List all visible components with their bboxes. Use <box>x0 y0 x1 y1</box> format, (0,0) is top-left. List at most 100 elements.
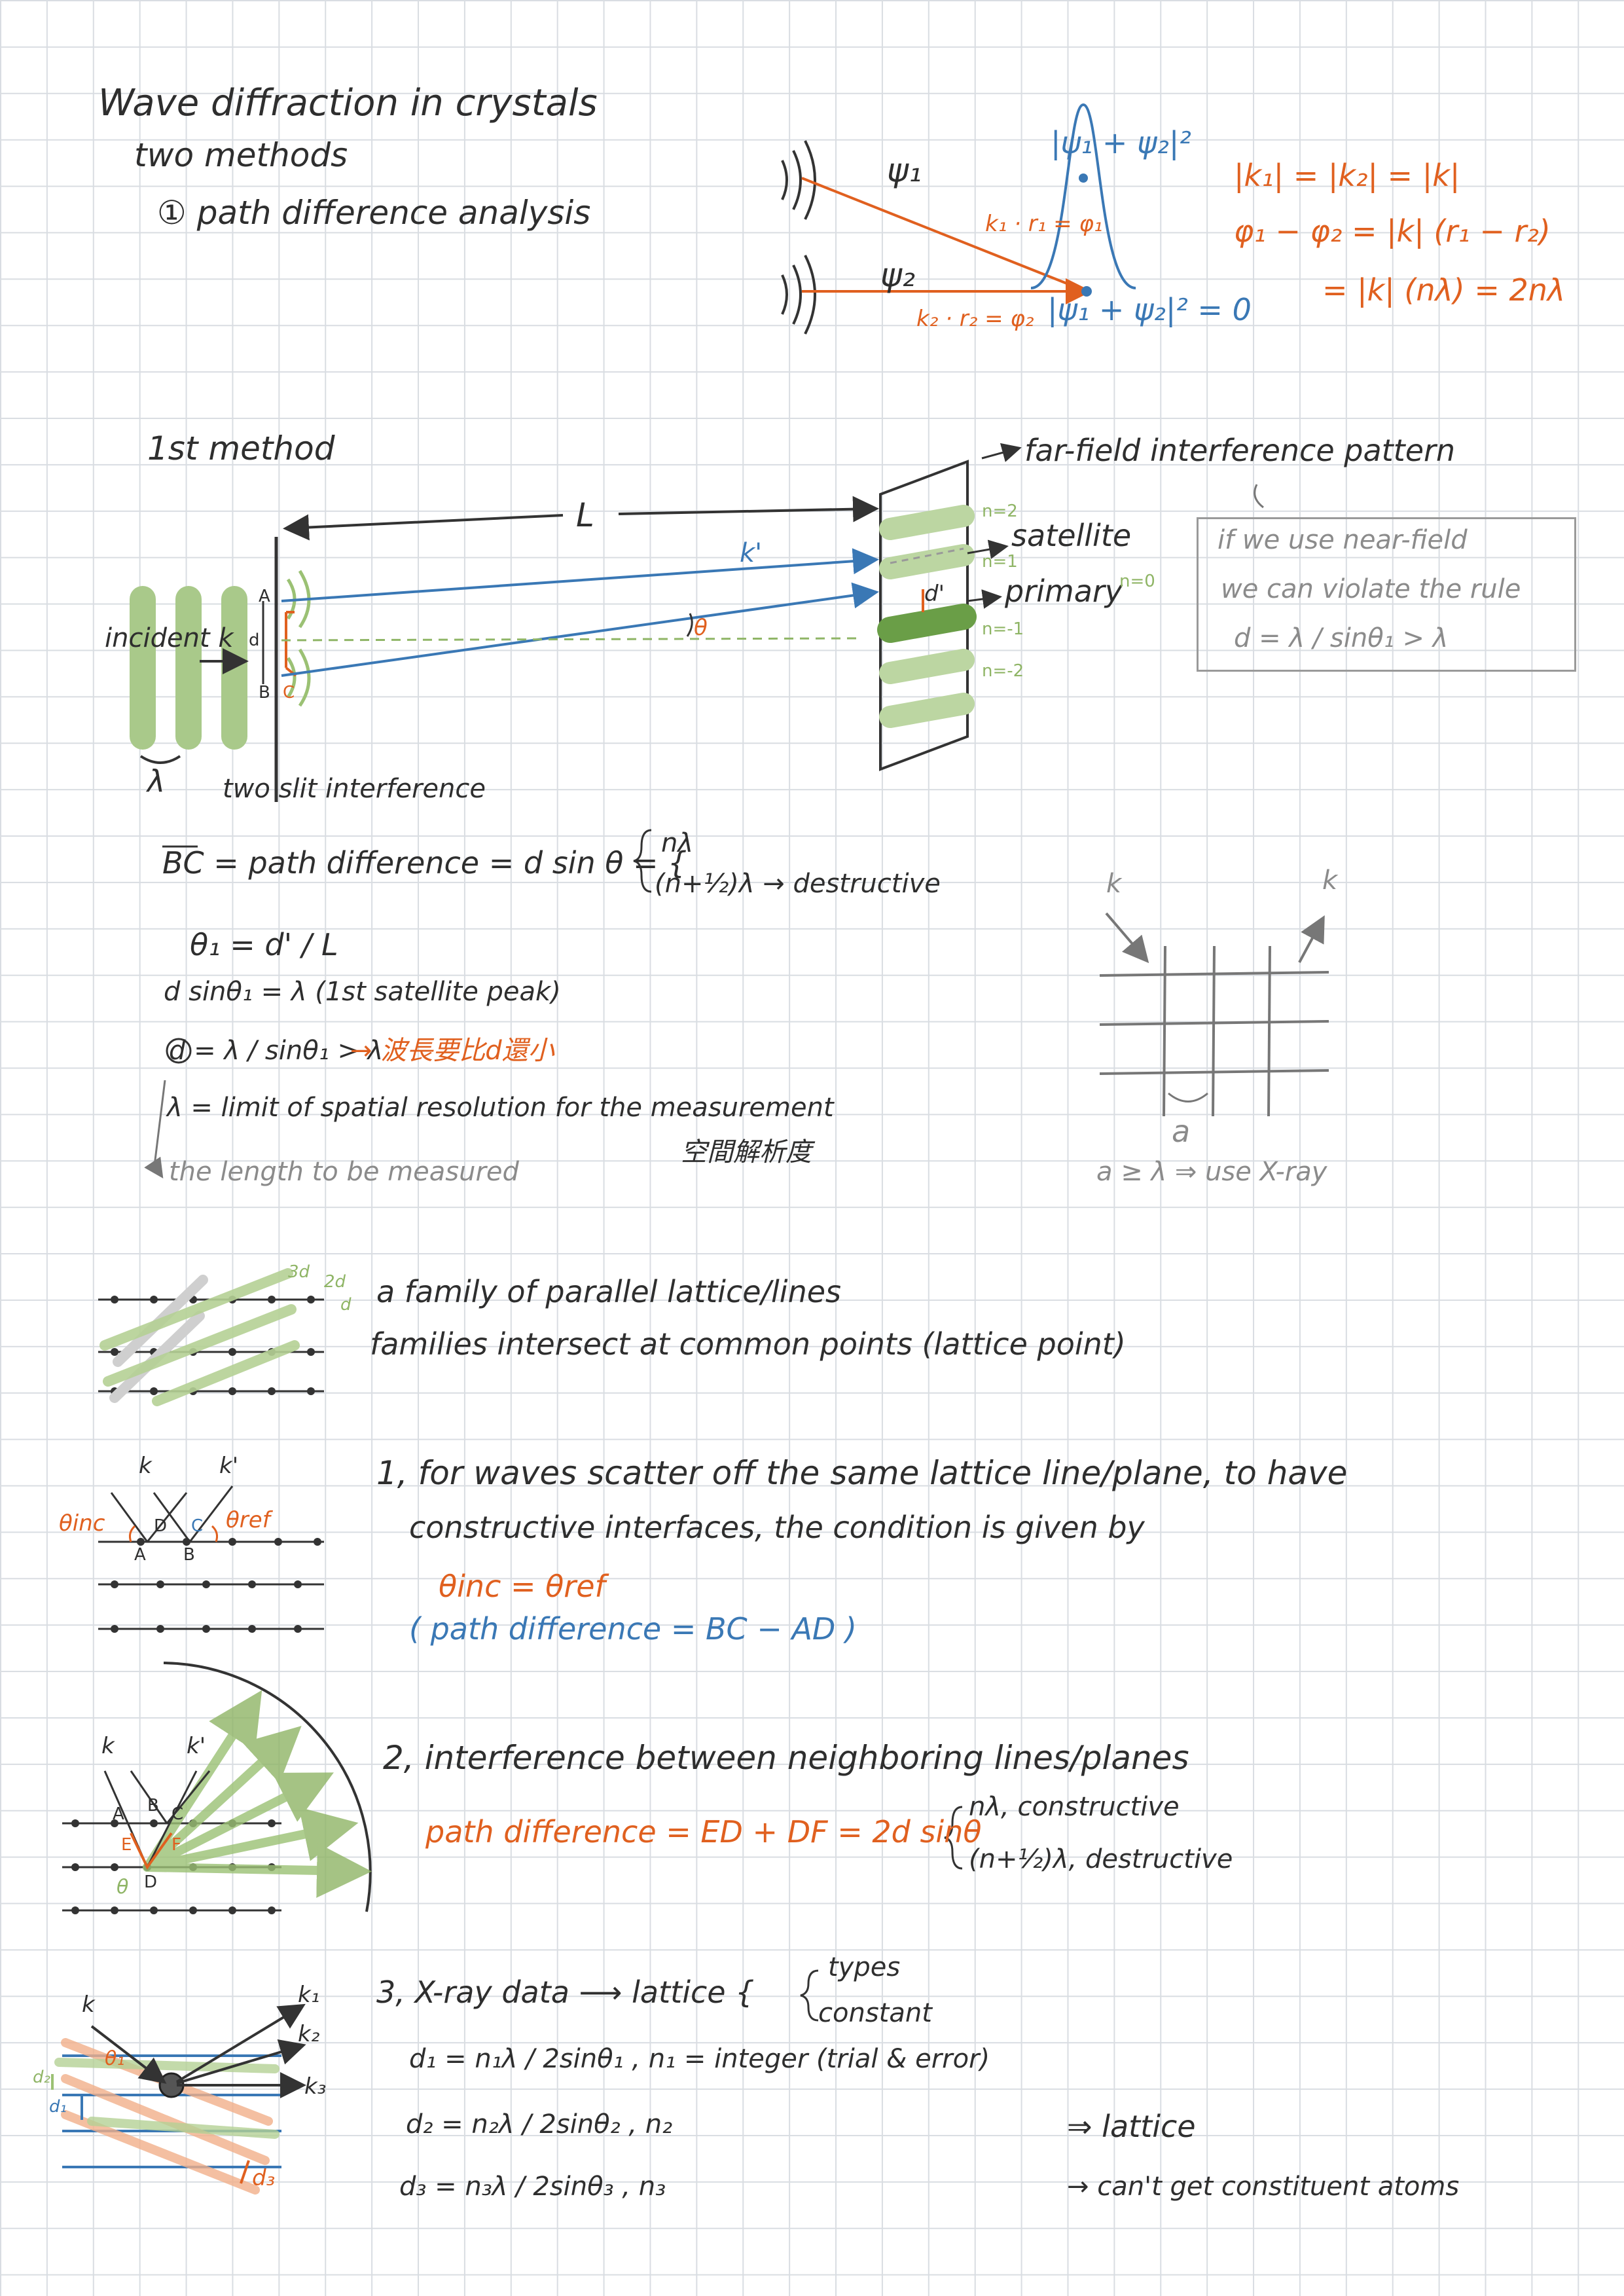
point1-line-1: 1, for waves scatter off the same lattic… <box>376 1454 1348 1492</box>
limit-bracket <box>144 1080 166 1178</box>
d-circle <box>166 1038 192 1064</box>
intensity-max-label: |ψ₁ + ψ₂|² <box>1051 125 1191 160</box>
theta-ref-label: θref <box>226 1507 270 1533</box>
grid-k-out-label: k <box>1322 866 1338 896</box>
point2-B: B <box>147 1796 159 1815</box>
point3-theta1: θ₁ <box>105 2047 125 2070</box>
point2-ED-DF <box>130 1832 173 1870</box>
resolution-cn: 空間解析度 <box>681 1137 812 1167</box>
point1-D: D <box>154 1516 168 1536</box>
point3-d1-label: d₁ <box>49 2097 67 2117</box>
k-prime-label: k' <box>740 538 763 568</box>
point3-brace <box>800 1969 819 2022</box>
destructive-condition: (n+½)λ → destructive <box>655 869 941 899</box>
psi1-label: ψ₁ <box>887 151 922 189</box>
k1r1-label: k₁ · r₁ = φ₁ <box>985 211 1103 237</box>
point2-path-difference: path difference = ED + DF = 2d sinθ <box>425 1814 982 1850</box>
point3-k1-label: k₁ <box>298 1982 320 2008</box>
primary-label: primary <box>1005 574 1123 609</box>
far-field-pointer <box>981 443 1022 462</box>
phase-difference-result: = |k| (nλ) = 2nλ <box>1322 272 1566 308</box>
point3-k-label: k <box>82 1992 95 2018</box>
incident-label: incident k <box>105 623 234 653</box>
slit-A-label: A <box>259 587 270 606</box>
two-slit-label: two slit interference <box>223 774 486 804</box>
L-arrow-right <box>618 496 879 522</box>
point1-A: A <box>134 1545 146 1565</box>
point2-k-label: k <box>101 1733 115 1759</box>
point2-A: A <box>113 1804 124 1824</box>
point3-constant: constant <box>818 1998 932 2028</box>
slit-B-label: B <box>259 683 270 702</box>
square-lattice <box>1099 945 1329 1117</box>
note-line-2: we can violate the rule <box>1221 574 1521 604</box>
theta1-equation: θ₁ = d' / L <box>190 927 338 962</box>
xray-conclusion: a ≥ λ ⇒ use X-ray <box>1096 1157 1327 1187</box>
point1-rays <box>110 1485 234 1542</box>
point1-kprime-label: k' <box>219 1453 239 1479</box>
point3-d2-label: d₂ <box>33 2068 50 2087</box>
point1-lattice <box>98 1540 324 1630</box>
point2-brace <box>944 1806 963 1870</box>
satellite-label: satellite <box>1011 518 1132 553</box>
point1-theta-ref-arc <box>211 1525 218 1542</box>
first-method-heading: 1st method <box>147 429 335 467</box>
plane-spacing-2d: 2d <box>324 1272 346 1292</box>
point2-destructive: (n+½)λ, destructive <box>969 1844 1233 1874</box>
satellite-dashed <box>890 547 964 564</box>
resolution-limit: λ = limit of spatial resolution for the … <box>167 1093 834 1123</box>
k-equality: |k₁| = |k₂| = |k| <box>1234 158 1460 193</box>
incident-wavefronts <box>130 586 247 750</box>
wave-source-1 <box>781 140 816 220</box>
point2-constructive: nλ, constructive <box>969 1792 1180 1822</box>
d-greater-note-cn: → 波長要比d還小 <box>350 1036 554 1066</box>
point3-k2 <box>176 2039 306 2085</box>
point3-k1 <box>175 2003 306 2083</box>
fringe-pattern <box>877 505 977 728</box>
intensity-peak-curve <box>1030 103 1136 289</box>
point1-B: B <box>183 1545 195 1565</box>
point2-theta: θ <box>117 1876 129 1899</box>
bc-equation: BC = path difference = d sin θ = { <box>162 845 687 881</box>
page-title: Wave diffraction in crystals <box>98 82 598 124</box>
plane-spacing-d: d <box>340 1295 352 1315</box>
theta-inc-label: θinc <box>59 1510 105 1537</box>
point3-d2: d₂ = n₂λ / 2sinθ₂ , n₂ <box>406 2109 673 2140</box>
point2-E: E <box>121 1835 132 1855</box>
theta-label: θ <box>694 615 708 641</box>
point2-F: F <box>171 1835 181 1855</box>
point1-points <box>111 1538 321 1633</box>
subtitle: two methods <box>134 136 348 174</box>
point1-C: C <box>191 1516 204 1536</box>
psi2-label: ψ₂ <box>880 256 916 294</box>
k2r2-label: k₂ · r₂ = φ₂ <box>916 306 1034 332</box>
slit-d-label: d <box>249 630 260 650</box>
lattice-line-2: families intersect at common points (lat… <box>370 1326 1126 1362</box>
d-greater-lambda: d = λ / sinθ₁ > λ <box>169 1036 384 1066</box>
center-axis <box>281 637 858 642</box>
grid-k-in <box>1105 912 1149 964</box>
order-n1: n=1 <box>982 552 1018 572</box>
point1-path-difference: ( path difference = BC − AD ) <box>409 1611 857 1647</box>
point2-kprime-label: k' <box>187 1733 206 1759</box>
point2-reflected-fan <box>143 1690 372 1898</box>
point3-d3-arrow <box>240 2160 250 2184</box>
point1-k-label: k <box>139 1453 152 1479</box>
order-nm1: n=-1 <box>982 619 1024 639</box>
point3-d3-label: d₃ <box>252 2165 276 2191</box>
brace-1 <box>633 829 652 893</box>
wave-source-2 <box>781 255 816 335</box>
point1-line-2: constructive interfaces, the condition i… <box>409 1510 1145 1545</box>
L-label: L <box>576 496 594 534</box>
peak-dot <box>1079 173 1088 183</box>
grid-k-out <box>1298 915 1325 963</box>
order-nm2: n=-2 <box>982 661 1024 681</box>
point3-k2-label: k₂ <box>298 2021 320 2047</box>
ray-from-A <box>281 548 879 602</box>
lambda-brace <box>139 755 181 764</box>
point2-C: C <box>171 1804 184 1824</box>
point3-cant: → can't get constituent atoms <box>1067 2172 1460 2202</box>
L-arrow-left <box>283 514 564 541</box>
point3-k-in <box>90 2025 167 2084</box>
